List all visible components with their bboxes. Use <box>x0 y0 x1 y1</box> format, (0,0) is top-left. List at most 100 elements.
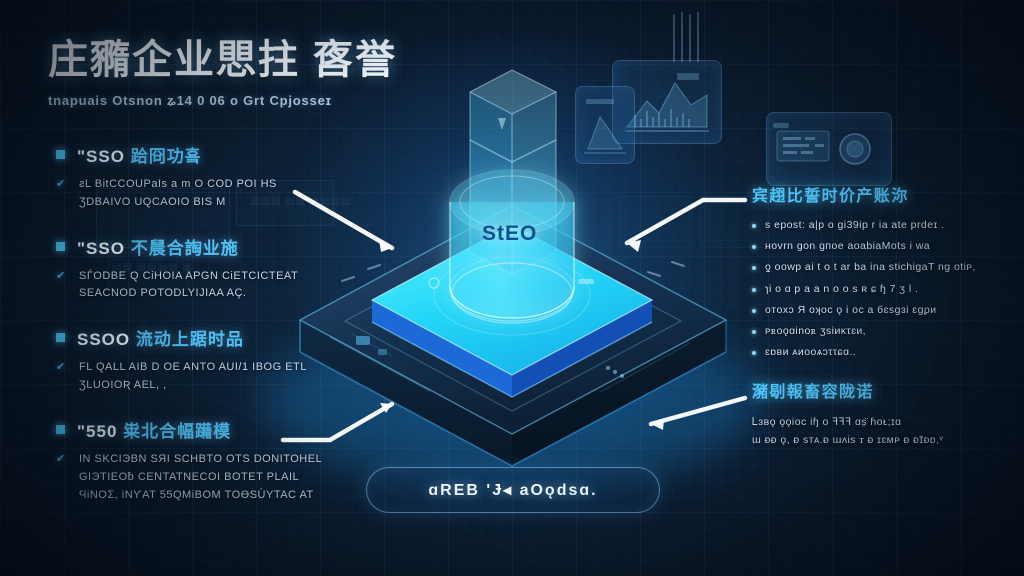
panel-list-item: ʜovrn gon gпoe aoabiaMots i wa <box>752 239 1014 254</box>
chart-thumbnail-icon <box>625 73 709 132</box>
panel-item-text: ᴘꭱᴏǫɑinoꭱ ʒsiиκτɛи, <box>765 325 867 338</box>
panel-line: ɯ ᴆᴆ ǫ, ᴆ sᴛᴀ.ᴆ ɯʌis ꭲ ᴆ ɪɛмᴘ ᴆ ᴆɪ̃ᴆɒ,ᵛ <box>752 433 944 446</box>
port-icon <box>356 336 370 345</box>
feature-body: ✔ IN SKCIЭBN SЯI SCHBTO OTS DONITOHEL GI… <box>56 451 322 504</box>
dot-bullet-icon <box>752 308 756 313</box>
panel-item-text: oᴛoхɔ Я oʞoс ǫ i oᴄ a бɛsɡɜі ɛɡϼи <box>765 303 937 316</box>
feature-item[interactable]: SSOO 流动上踞时品 ✔ FL QALL AIB D OE ANTO AUI/… <box>56 325 320 395</box>
check-icon: ✔ <box>56 361 66 374</box>
feature-item[interactable]: ʺSSO 跲冏功훀 ✔ ƨL BitCCOUPaIs a m O COD POI… <box>56 142 320 212</box>
center-glow <box>280 40 750 510</box>
blueprint-block <box>620 196 692 248</box>
square-bullet-icon <box>56 424 65 434</box>
dot-bullet-icon <box>752 245 756 250</box>
feature-line: FL QALL AIB D OE ANTO AUI/1 IBOG ETL <box>79 361 307 374</box>
feature-description: FL QALL AIB D OE ANTO AUI/1 IBOG ETL ƷLU… <box>79 359 307 395</box>
connector-right-bottom <box>648 395 748 427</box>
panel-list-item: ɛɒʙи ᴀиooѧͻττɕɑ.. <box>752 345 1014 360</box>
feature-title-lead: SSOO <box>77 330 131 350</box>
panel-title: 瀦㓭報畜容陇诺 <box>752 384 874 401</box>
feature-line: GIЭTIEOƀ CENTATNECOI BOTET PLAIL <box>79 470 300 483</box>
square-bullet-icon <box>56 333 65 343</box>
bottom-callout-pill[interactable]: ɑREB 'Ɉ◂ aOǫdsɑ. <box>366 467 660 513</box>
feature-title-accent: 不䢅合䛬业施 <box>130 238 239 258</box>
panel-line: Ꮮɜʙǫ ǫǫioᴄ iɧ ᴏ ꟻꟻꟻ ɑs̤̈ ɦᴏᴌ;ɪɑ <box>752 416 902 428</box>
dot-bullet-icon <box>752 351 756 356</box>
panel-item-text: ƍ oowp ai t o t ar ba ina stichigaT ng o… <box>765 261 976 274</box>
panel-description: Ꮮɜʙǫ ǫǫioᴄ iɧ ᴏ ꟻꟻꟻ ɑs̤̈ ɦᴏᴌ;ɪɑ ɯ ᴆᴆ ǫ, … <box>752 414 1014 450</box>
connector-right-top <box>624 197 748 246</box>
feature-title-lead: ʺSSO <box>77 238 125 258</box>
camera-body-icon <box>773 123 871 165</box>
dot-bullet-icon <box>752 330 756 335</box>
panel-item-text: ɛɒʙи ᴀиooѧͻττɕɑ.. <box>765 346 857 359</box>
page-subtitle: tnapuais Otsnon ʑ14 0 06 o Grt Cpjosseɪ <box>48 92 332 108</box>
panel-list-item: ƍ oowp ai t o t ar ba ina stichigaT ng o… <box>752 260 1014 275</box>
feature-line: ƷLUOIOƦ AEL, , <box>79 379 167 392</box>
panel-list-item: ᴘꭱᴏǫɑinoꭱ ʒsiиκτɛи, <box>752 324 1014 339</box>
panel-list-item: ɿi o ɑ p a a n o o s ʀ ɕ ɧ 7 ʒ l . <box>752 282 1014 297</box>
feature-line: IN SKCIЭBN SЯI SCHBTO OTS DONITOHEL <box>79 452 323 465</box>
dot-bullet-icon <box>752 287 756 292</box>
device-thumbnail-tablet <box>612 60 722 144</box>
feature-title: ʺSSO 不䢅合䛬业施 <box>77 234 239 259</box>
feature-description: ƨL BitCCOUPaIs a m O COD POI HS ƷDBAIVO … <box>79 176 277 212</box>
dot-bullet-icon <box>752 224 756 228</box>
feature-item[interactable]: ʺ550 粜北合幅躤模 ✔ IN SKCIЭBN SЯI SCHBTO OTS … <box>56 417 322 504</box>
feature-title: ʺSSO 跲冏功훀 <box>77 142 201 167</box>
feature-title-accent: 粜北合幅躤模 <box>123 421 232 441</box>
arrowhead-right-bottom <box>651 419 664 430</box>
feature-line: SЃODBE Q CiHOIA APGN CiETCICTEAT <box>79 269 299 282</box>
feature-body: ✔ ƨL BitCCOUPaIs a m O COD POI HS ƷDBAIV… <box>56 176 320 212</box>
check-icon: ✔ <box>56 452 66 465</box>
panel-title: 宾趐比誓时价产账沵 <box>752 188 909 205</box>
feature-item[interactable]: ʺSSO 不䢅合䛬业施 ✔ SЃODBE Q CiHOIA APGN CiETC… <box>56 234 320 304</box>
panel-list-item: s epost: a|p o gi39ip r ia ate prdeɪ . <box>752 218 1014 233</box>
arrowhead-left-bottom <box>380 403 392 413</box>
arrowhead-right-top <box>627 240 641 252</box>
panel-item-text: s epost: a|p o gi39ip r ia ate prdeɪ . <box>765 219 945 231</box>
feature-body: ✔ SЃODBE Q CiHOIA APGN CiETCICTEAT SEACN… <box>56 268 320 304</box>
phone-screen-icon <box>584 99 626 154</box>
feature-line: ƨL BitCCOUPaIs a m O COD POI HS <box>79 178 277 190</box>
floor-glow <box>262 314 762 486</box>
square-bullet-icon <box>56 241 65 251</box>
check-icon: ✔ <box>56 269 66 282</box>
feature-title: SSOO 流动上踞时品 <box>77 325 244 350</box>
feature-line: SEACNOD POTODLYIJIAA AÇ. <box>79 287 247 300</box>
feature-description: SЃODBE Q CiHOIA APGN CiETCICTEAT SEACNOD… <box>79 268 298 304</box>
antenna-lines-icon <box>673 12 699 62</box>
feature-heading: ʺSSO 跲冏功훀 <box>56 142 320 167</box>
hologram-cylinder <box>449 169 575 324</box>
feature-heading: ʺSSO 不䢅合䛬业施 <box>56 234 320 259</box>
right-panel-bottom: 瀦㓭報畜容陇诺 Ꮮɜʙǫ ǫǫioᴄ iɧ ᴏ ꟻꟻꟻ ɑs̤̈ ɦᴏᴌ;ɪɑ … <box>752 378 1014 450</box>
feature-description: IN SKCIЭBN SЯI SCHBTO OTS DONITOHEL GIЭT… <box>79 451 322 504</box>
page-title: 庄䝐企业愳拄 㖱誉 <box>48 38 398 82</box>
speaker-grille-icon <box>606 366 624 378</box>
device-glow-pad <box>370 224 654 398</box>
feature-title-accent: 流动上踞时品 <box>135 330 244 350</box>
feature-title-accent: 跲冏功훀 <box>130 147 202 166</box>
panel-item-text: ɿi o ɑ p a a n o o s ʀ ɕ ɧ 7 ʒ l . <box>765 282 919 295</box>
feature-heading: SSOO 流动上踞时品 <box>56 325 320 350</box>
bottom-callout-text: ɑREB 'Ɉ◂ aOǫdsɑ. <box>428 482 598 499</box>
header: 庄䝐企业愳拄 㖱誉 tnapuais Otsnon ʑ14 0 06 o Grt… <box>48 38 397 108</box>
feature-line: ϤiNOƩ, iNƳAT 55QMiBOM TOƟSÙYTAC AT <box>79 488 314 501</box>
device-thumbnail-camera <box>766 112 892 186</box>
dot-bullet-icon <box>752 266 756 271</box>
check-icon: ✔ <box>56 178 66 190</box>
camera-lens-icon <box>428 277 440 289</box>
feature-body: ✔ FL QALL AIB D OE ANTO AUI/1 IBOG ETL Ʒ… <box>56 359 320 395</box>
feature-title-lead: ʺ550 <box>77 421 118 441</box>
feature-title-lead: ʺSSO <box>77 147 125 166</box>
panel-item-text: ʜovrn gon gпoe aoabiaMots i wa <box>765 240 931 253</box>
left-feature-list: ʺSSO 跲冏功훀 ✔ ƨL BitCCOUPaIs a m O COD POI… <box>56 142 322 526</box>
square-bullet-icon <box>56 150 65 159</box>
panel-list-item: oᴛoхɔ Я oʞoс ǫ i oᴄ a бɛsɡɜі ɛɡϼи <box>752 303 1014 318</box>
hologram-label: StEO <box>482 222 538 245</box>
feature-line: ƷDBAIVO UQCAOIO BIS M <box>79 195 226 208</box>
feature-heading: ʺ550 粜北合幅躤模 <box>56 417 320 442</box>
right-panel-top: 宾趐比誓时价产账沵 s epost: a|p o gi39ip r ia ate… <box>752 182 1014 367</box>
feature-title: ʺ550 粜北合幅躤模 <box>77 417 231 442</box>
